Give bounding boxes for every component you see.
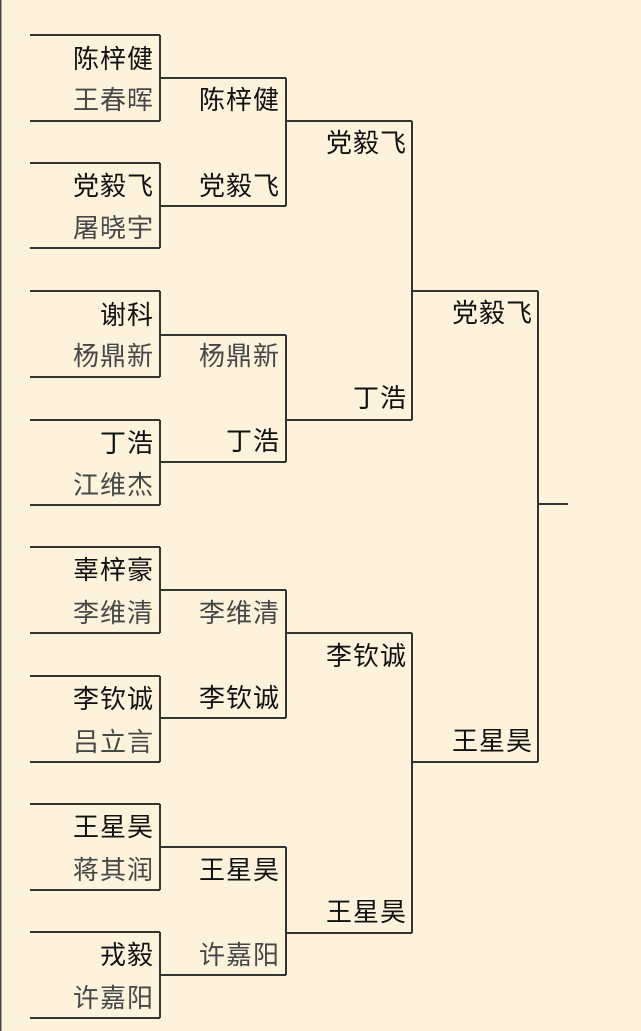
r1-m8-top: 戎毅 <box>99 941 154 971</box>
r1-m7-top: 王星昊 <box>72 813 154 843</box>
r2-m4-bottom: 许嘉阳 <box>198 941 280 971</box>
final-bottom: 王星昊 <box>451 727 533 757</box>
r3-m2-bottom: 王星昊 <box>325 898 407 928</box>
r1-m8-bottom: 许嘉阳 <box>72 984 154 1014</box>
r2-m1-bottom: 党毅飞 <box>198 172 280 202</box>
r1-m1-top: 陈梓健 <box>72 45 154 75</box>
r3-m1-top: 党毅飞 <box>325 129 407 159</box>
r2-m1-top: 陈梓健 <box>198 86 280 116</box>
r1-m4-top: 丁浩 <box>99 429 154 459</box>
r3-m1-bottom: 丁浩 <box>352 384 407 414</box>
r2-m4-top: 王星昊 <box>198 856 280 886</box>
r2-m2-bottom: 丁浩 <box>225 427 280 457</box>
r3-m2-top: 李钦诚 <box>325 642 407 672</box>
final-top: 党毅飞 <box>451 299 533 329</box>
r1-m3-top: 谢科 <box>99 301 154 331</box>
r1-m2-bottom: 屠晓宇 <box>72 214 154 244</box>
r1-m7-bottom: 蒋其润 <box>72 856 154 886</box>
r2-m3-bottom: 李钦诚 <box>198 684 280 714</box>
bracket-connectors <box>30 34 568 1019</box>
r1-m6-top: 李钦诚 <box>72 685 154 715</box>
r2-m2-top: 杨鼎新 <box>198 342 280 372</box>
r1-m5-top: 辜梓豪 <box>72 556 154 586</box>
r2-m3-top: 李维清 <box>198 599 280 629</box>
r1-m3-bottom: 杨鼎新 <box>72 342 154 372</box>
r1-m2-top: 党毅飞 <box>72 172 154 202</box>
r1-m5-bottom: 李维清 <box>72 599 154 629</box>
r1-m1-bottom: 王春晖 <box>72 86 154 116</box>
r1-m6-bottom: 吕立言 <box>72 728 154 758</box>
r1-m4-bottom: 江维杰 <box>72 471 154 501</box>
